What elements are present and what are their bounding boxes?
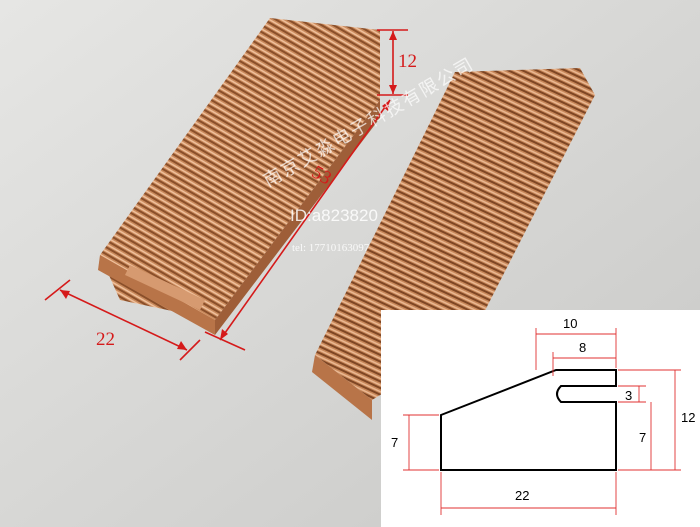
drawing-dimension-lines — [403, 328, 681, 515]
height-dimension-label: 12 — [398, 51, 417, 72]
dim-total-height: 12 — [681, 410, 696, 425]
dim-top-outer: 10 — [563, 316, 578, 331]
watermark-id: ID:a823820 — [290, 206, 378, 225]
dimension-arrows — [44, 29, 408, 361]
dim-right-lower: 7 — [639, 430, 647, 445]
watermark-tel: tel: 17710163097 — [292, 242, 370, 254]
dim-slot: 3 — [625, 388, 633, 403]
width-dimension-label: 22 — [96, 329, 115, 350]
left-heatsink — [98, 18, 380, 335]
profile-drawing-svg — [403, 328, 681, 515]
profile-drawing: 10 8 7 3 7 12 22 — [381, 310, 700, 527]
profile-outline — [440, 369, 617, 471]
dim-top-inner: 8 — [579, 340, 587, 355]
dim-base-width: 22 — [515, 488, 530, 503]
dim-left-height: 7 — [391, 435, 399, 450]
